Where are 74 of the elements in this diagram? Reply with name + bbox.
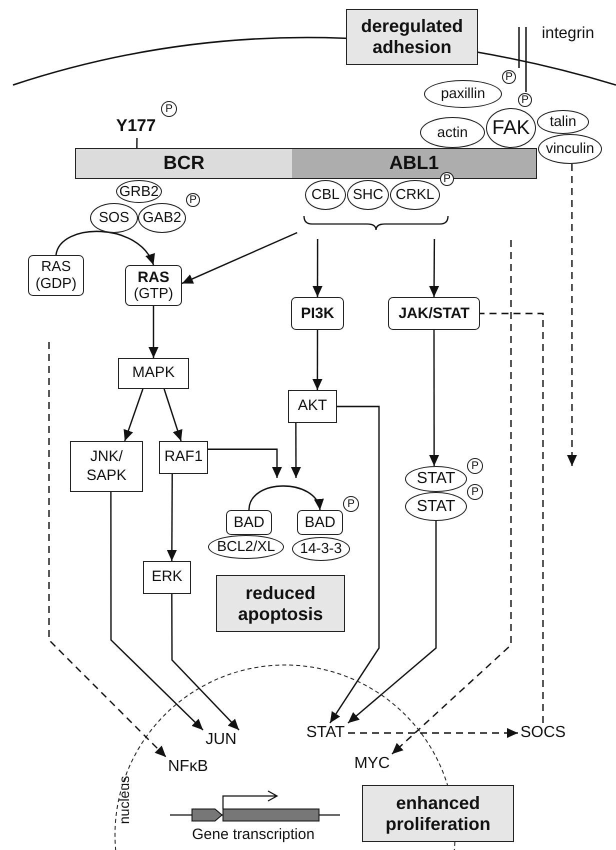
- protein-ellipse: SHC: [347, 180, 389, 210]
- protein-box: AKT: [288, 390, 337, 423]
- protein-box: BAD: [297, 510, 343, 535]
- dashed-arrow: [348, 728, 518, 738]
- arrow: [171, 594, 240, 730]
- arrow: [182, 232, 298, 284]
- protein-ellipse: GRB2: [116, 180, 162, 203]
- arrow: [329, 406, 380, 724]
- arrow: [248, 485, 322, 510]
- arrow: [208, 448, 282, 478]
- arrow: [348, 521, 437, 724]
- state-label: (GDP): [35, 276, 77, 292]
- protein-ellipse: CRKL: [390, 180, 440, 210]
- dashed-arrow: [48, 342, 166, 758]
- phospho-badge: P: [467, 458, 483, 474]
- protein-box: [125, 265, 182, 306]
- phospho-badge: P: [440, 172, 454, 186]
- arrow: [312, 239, 323, 297]
- dashed-arrow: [567, 164, 577, 466]
- protein-ellipse: GAB2: [138, 203, 186, 233]
- protein-box: JNK/ SAPK: [70, 441, 143, 492]
- protein-name: RAS: [41, 258, 71, 276]
- protein-ellipse: SOS: [90, 203, 138, 233]
- phospho-badge: P: [343, 496, 359, 512]
- connector-line: [136, 138, 138, 148]
- protein-label: integrin: [535, 22, 601, 46]
- protein-ellipse: BCL2/XL: [208, 535, 284, 559]
- protein-ellipse: vinculin: [538, 134, 602, 164]
- site-label: Y177: [112, 114, 160, 138]
- arrow: [148, 306, 158, 358]
- protein-ellipse: FAK: [486, 108, 536, 148]
- protein-ellipse: STAT: [405, 492, 467, 521]
- protein-label: STAT: [303, 723, 348, 743]
- protein-name: RAS: [138, 268, 170, 286]
- arrow: [163, 388, 182, 442]
- protein-ellipse: CBL: [305, 180, 346, 210]
- phospho-badge: P: [502, 70, 516, 84]
- state-label: (GTP): [134, 286, 174, 302]
- pathway-box: PI3K: [291, 297, 344, 330]
- protein-ellipse: 14-3-3: [292, 537, 350, 561]
- protein-box: MAPK: [118, 358, 189, 389]
- protein-ellipse: STAT: [405, 466, 467, 492]
- outcome-box: deregulated adhesion: [346, 9, 478, 65]
- pathway-box: JAK/STAT: [388, 297, 480, 330]
- phospho-badge: P: [161, 101, 177, 117]
- arrow: [290, 423, 301, 478]
- protein-label: MYC: [352, 754, 392, 774]
- protein-ellipse: actin: [420, 117, 485, 148]
- dashed-arrow: [392, 240, 512, 755]
- phospho-badge: P: [518, 93, 532, 107]
- protein-box: BAD: [226, 510, 272, 535]
- arrow: [429, 239, 440, 297]
- caption-label: Gene transcription: [192, 826, 315, 843]
- protein-label: JUN: [203, 730, 239, 750]
- fusion-protein-segment: BCR: [75, 148, 292, 179]
- protein-box: [28, 255, 84, 296]
- arrow: [312, 330, 322, 390]
- arrow: [166, 474, 177, 561]
- arrow: [55, 230, 154, 266]
- protein-label: NFκB: [166, 757, 210, 777]
- protein-box: ERK: [143, 561, 191, 594]
- arrow: [429, 330, 440, 466]
- protein-label: SOCS: [518, 723, 568, 743]
- phospho-badge: P: [186, 193, 200, 207]
- nucleus-label: nucleus: [116, 776, 132, 824]
- outcome-box: reduced apoptosis: [216, 575, 345, 632]
- protein-ellipse: talin: [537, 110, 589, 134]
- phospho-badge: P: [467, 484, 483, 500]
- arrow: [124, 388, 144, 442]
- protein-ellipse: paxillin: [424, 80, 502, 108]
- arrow: [110, 492, 204, 730]
- outcome-box: enhanced proliferation: [362, 785, 514, 842]
- protein-box: RAF1: [159, 441, 208, 474]
- brace: [303, 215, 449, 231]
